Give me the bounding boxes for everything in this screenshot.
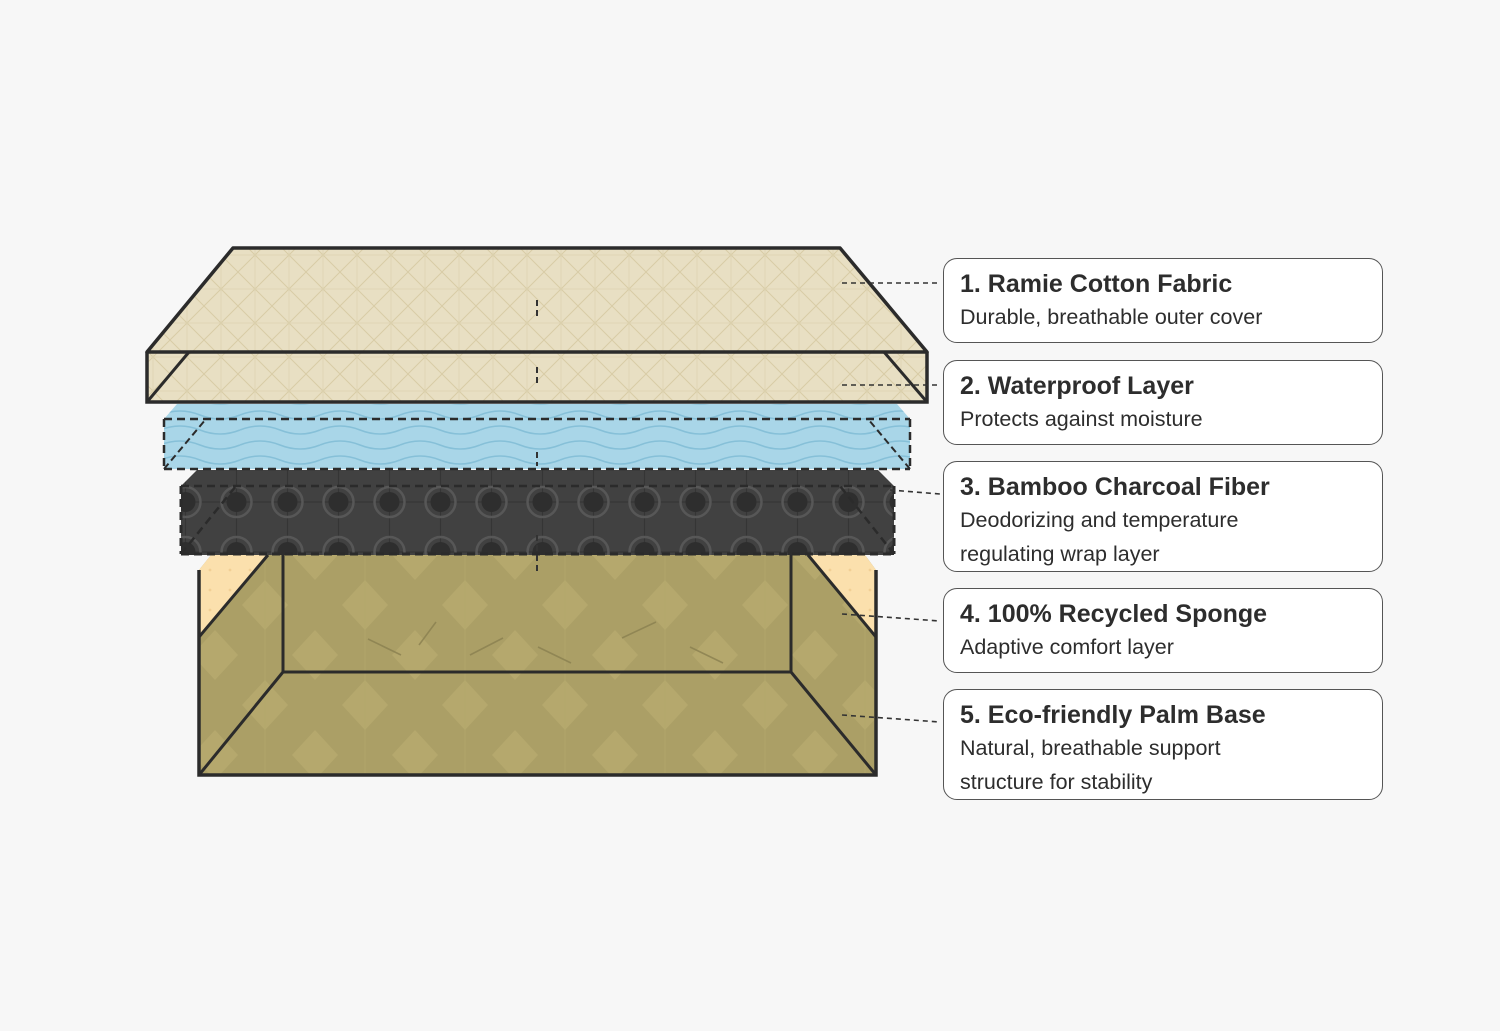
layer-palm-base [197,554,878,777]
leader-lines [841,282,941,723]
layer-waterproof [162,404,912,471]
callout-description: Adaptive comfort layer [960,635,1174,659]
leader-line-4 [841,613,941,622]
callout-bamboo-charcoal: 3. Bamboo Charcoal Fiber Deodorizing and… [943,461,1383,572]
callout-description: Deodorizing and temperature regulating w… [960,508,1239,566]
callout-recycled-sponge: 4. 100% Recycled Sponge Adaptive comfort… [943,588,1383,673]
callout-palm-base: 5. Eco-friendly Palm Base Natural, breat… [943,689,1383,800]
callout-description: Durable, breathable outer cover [960,305,1263,329]
callout-title: 2. Waterproof Layer [960,372,1194,400]
callout-waterproof: 2. Waterproof Layer Protects against moi… [943,360,1383,445]
callout-title: 4. 100% Recycled Sponge [960,600,1268,628]
callout-ramie-cotton: 1. Ramie Cotton Fabric Durable, breathab… [943,258,1383,343]
callout-description: Natural, breathable support structure fo… [960,736,1221,794]
callout-description: Protects against moisture [960,407,1203,431]
layer-ramie-cotton [145,246,929,404]
leader-line-5 [841,714,941,723]
callout-title: 1. Ramie Cotton Fabric [960,270,1233,298]
layer-bamboo-charcoal [179,470,896,556]
leader-line-3 [889,489,941,495]
callout-title: 3. Bamboo Charcoal Fiber [960,473,1270,501]
callout-title: 5. Eco-friendly Palm Base [960,701,1266,729]
